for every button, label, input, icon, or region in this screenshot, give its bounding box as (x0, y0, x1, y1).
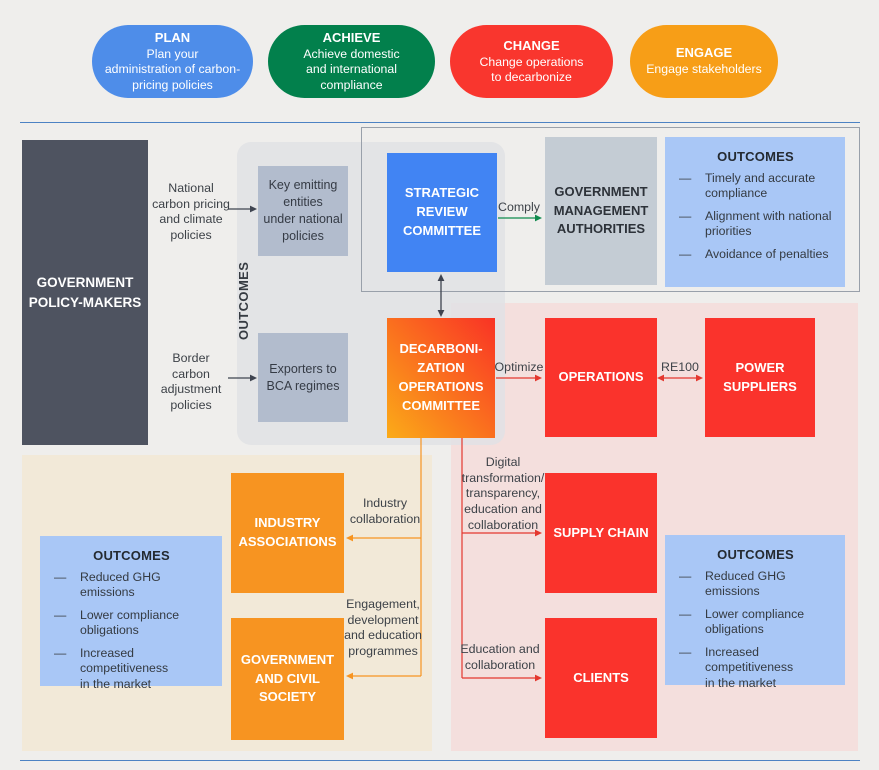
clients-box: CLIENTS (545, 618, 657, 738)
re100-arrow-label: RE100 (661, 360, 699, 374)
policy-outcomes-vertical-label: OUTCOMES (236, 261, 251, 341)
operations-outcome-item: Increased competitiveness in the market (679, 645, 832, 691)
operations-outcome-item: Lower compliance obligations (679, 607, 832, 638)
pill-achieve: ACHIEVE Achieve domestic and internation… (268, 25, 435, 98)
national-policies-label: National carbon pricing and climate poli… (152, 181, 230, 242)
government-policy-makers-box: GOVERNMENT POLICY-MAKERS (22, 140, 148, 445)
pill-engage-desc: Engage stakeholders (646, 62, 762, 77)
compliance-outcome-item: Alignment with national priorities (679, 209, 832, 240)
supply-chain-box: SUPPLY CHAIN (545, 473, 657, 593)
government-civil-society-box: GOVERNMENT AND CIVIL SOCIETY (231, 618, 344, 740)
compliance-outcomes-title: OUTCOMES (717, 149, 794, 164)
pill-change-desc: Change operations to decarbonize (479, 54, 584, 84)
operations-outcomes-box: OUTCOMES Reduced GHG emissions Lower com… (665, 535, 845, 690)
industry-collaboration-label: Industry collaboration (349, 496, 421, 526)
government-management-authorities-box: GOVERNMENT MANAGEMENT AUTHORITIES (545, 137, 657, 285)
engagement-outcome-item: Increased competitiveness in the market (54, 646, 209, 692)
optimize-arrow-label: Optimize (494, 360, 544, 374)
pill-change: CHANGE Change operations to decarbonize (450, 25, 613, 98)
engagement-outcomes-title: OUTCOMES (93, 548, 170, 563)
pill-plan: PLAN Plan your administration of carbon-… (92, 25, 253, 98)
operations-outcome-item: Reduced GHG emissions (679, 569, 832, 600)
supply-chain-arrow-label: Digital transformation/ transparency, ed… (461, 455, 545, 532)
compliance-outcome-item: Avoidance of penalties (679, 247, 832, 262)
industry-associations-box: INDUSTRY ASSOCIATIONS (231, 473, 344, 593)
exporters-box: Exporters to BCA regimes (258, 333, 348, 422)
power-suppliers-box: POWER SUPPLIERS (705, 318, 815, 437)
engagement-outcomes-box: OUTCOMES Reduced GHG emissions Lower com… (40, 536, 222, 691)
pill-plan-desc: Plan your administration of carbon- pric… (104, 46, 241, 92)
engagement-outcome-item: Reduced GHG emissions (54, 570, 209, 601)
compliance-section-outline (361, 127, 860, 292)
pill-plan-title: PLAN (154, 29, 191, 45)
bottom-divider-line (20, 760, 860, 761)
top-divider-line (20, 122, 860, 123)
operations-outcomes-title: OUTCOMES (717, 547, 794, 562)
comply-arrow-label: Comply (498, 200, 540, 214)
operations-box: OPERATIONS (545, 318, 657, 437)
compliance-outcome-item: Timely and accurate compliance (679, 171, 832, 202)
decarbonization-committee-box: DECARBONI- ZATION OPERATIONS COMMITTEE (387, 318, 495, 438)
engagement-programmes-label: Engagement, development and education pr… (344, 597, 422, 658)
engagement-outcome-item: Lower compliance obligations (54, 608, 209, 639)
pill-achieve-title: ACHIEVE (322, 29, 381, 45)
pill-engage: ENGAGE Engage stakeholders (630, 25, 778, 98)
compliance-outcomes-box: OUTCOMES Timely and accurate compliance … (665, 137, 845, 287)
key-emitting-box: Key emitting entities under national pol… (258, 166, 348, 256)
pill-achieve-desc: Achieve domestic and international compl… (303, 46, 400, 92)
pill-engage-title: ENGAGE (675, 45, 733, 61)
clients-arrow-label: Education and collaboration (460, 642, 540, 672)
strategic-review-committee-box: STRATEGIC REVIEW COMMITTEE (387, 153, 497, 272)
pill-change-title: CHANGE (503, 37, 560, 53)
border-policies-label: Border carbon adjustment policies (160, 351, 222, 412)
